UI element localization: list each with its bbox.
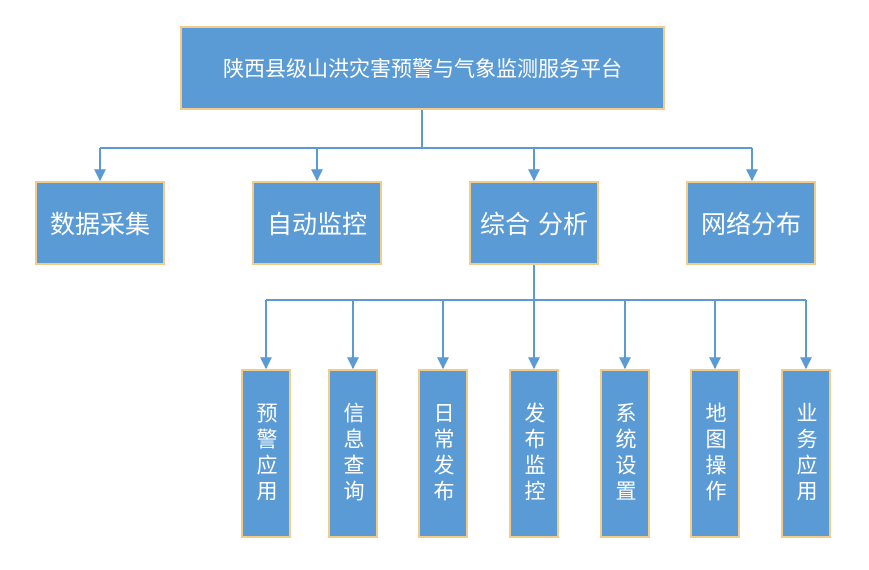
module-label: 数据采集	[49, 210, 150, 239]
submodule-label: 地图操作	[703, 401, 727, 506]
platform-title: 陕西县级山洪灾害预警与气象监测服务平台	[223, 57, 622, 81]
submodule-release-monitoring: 发布监控	[509, 369, 559, 538]
module-label: 网络分布	[700, 210, 801, 239]
platform-title-box: 陕西县级山洪灾害预警与气象监测服务平台	[180, 26, 665, 110]
module-label: 自动监控	[266, 210, 367, 239]
submodule-warning-application: 预警应用	[241, 369, 291, 538]
submodule-label: 预警应用	[254, 401, 278, 506]
module-network-distribution: 网络分布	[686, 181, 816, 265]
submodule-label: 业务应用	[794, 401, 818, 506]
submodule-label: 发布监控	[522, 401, 546, 506]
submodule-map-operations: 地图操作	[690, 369, 740, 538]
submodule-label: 日常发布	[431, 401, 455, 506]
submodule-info-query: 信息查询	[328, 369, 378, 538]
submodule-label: 信息查询	[341, 401, 365, 506]
module-auto-monitoring: 自动监控	[252, 181, 382, 265]
submodule-label: 系统设置	[613, 401, 637, 506]
module-comprehensive-analysis: 综合 分析	[469, 181, 599, 265]
submodule-business-application: 业务应用	[781, 369, 831, 538]
module-data-collection: 数据采集	[35, 181, 165, 265]
submodule-system-settings: 系统设置	[600, 369, 650, 538]
submodule-daily-release: 日常发布	[418, 369, 468, 538]
module-label: 综合 分析	[480, 210, 588, 239]
